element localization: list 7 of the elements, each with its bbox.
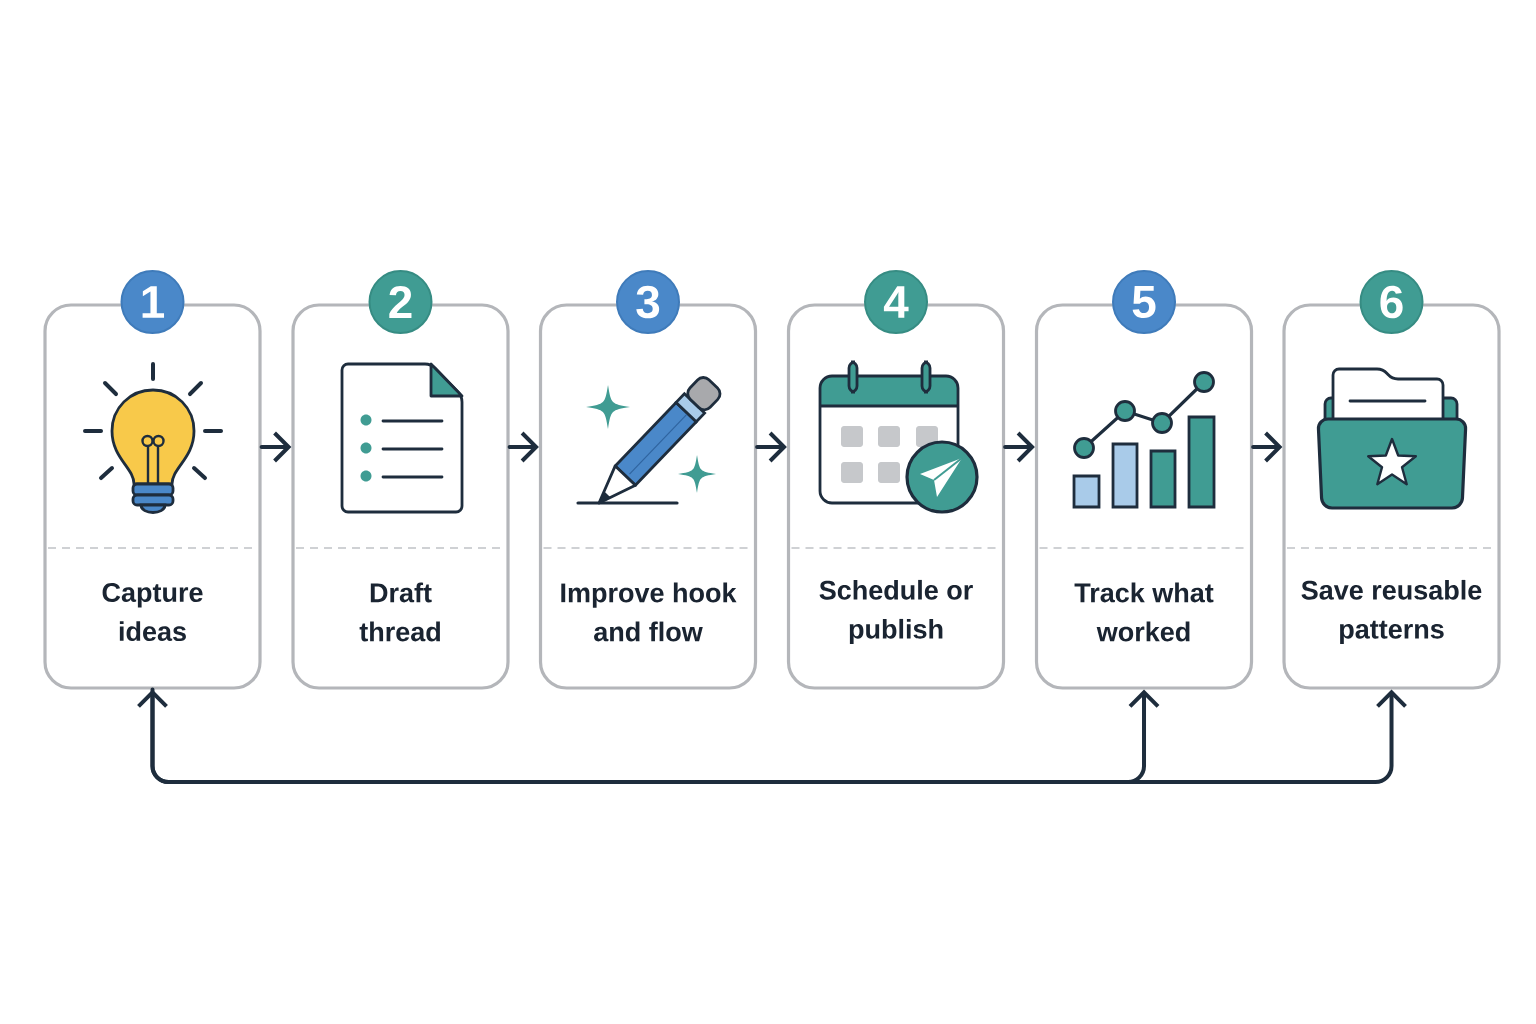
loop-arrow bbox=[137, 689, 1407, 784]
step-number-badge: 4 bbox=[864, 270, 928, 334]
step-number-badge: 1 bbox=[120, 270, 185, 334]
step-number-badge: 5 bbox=[1112, 270, 1176, 334]
step-number-badge: 6 bbox=[1359, 270, 1424, 334]
step-number-badge: 2 bbox=[368, 270, 433, 334]
step-number-badge: 3 bbox=[616, 270, 680, 334]
